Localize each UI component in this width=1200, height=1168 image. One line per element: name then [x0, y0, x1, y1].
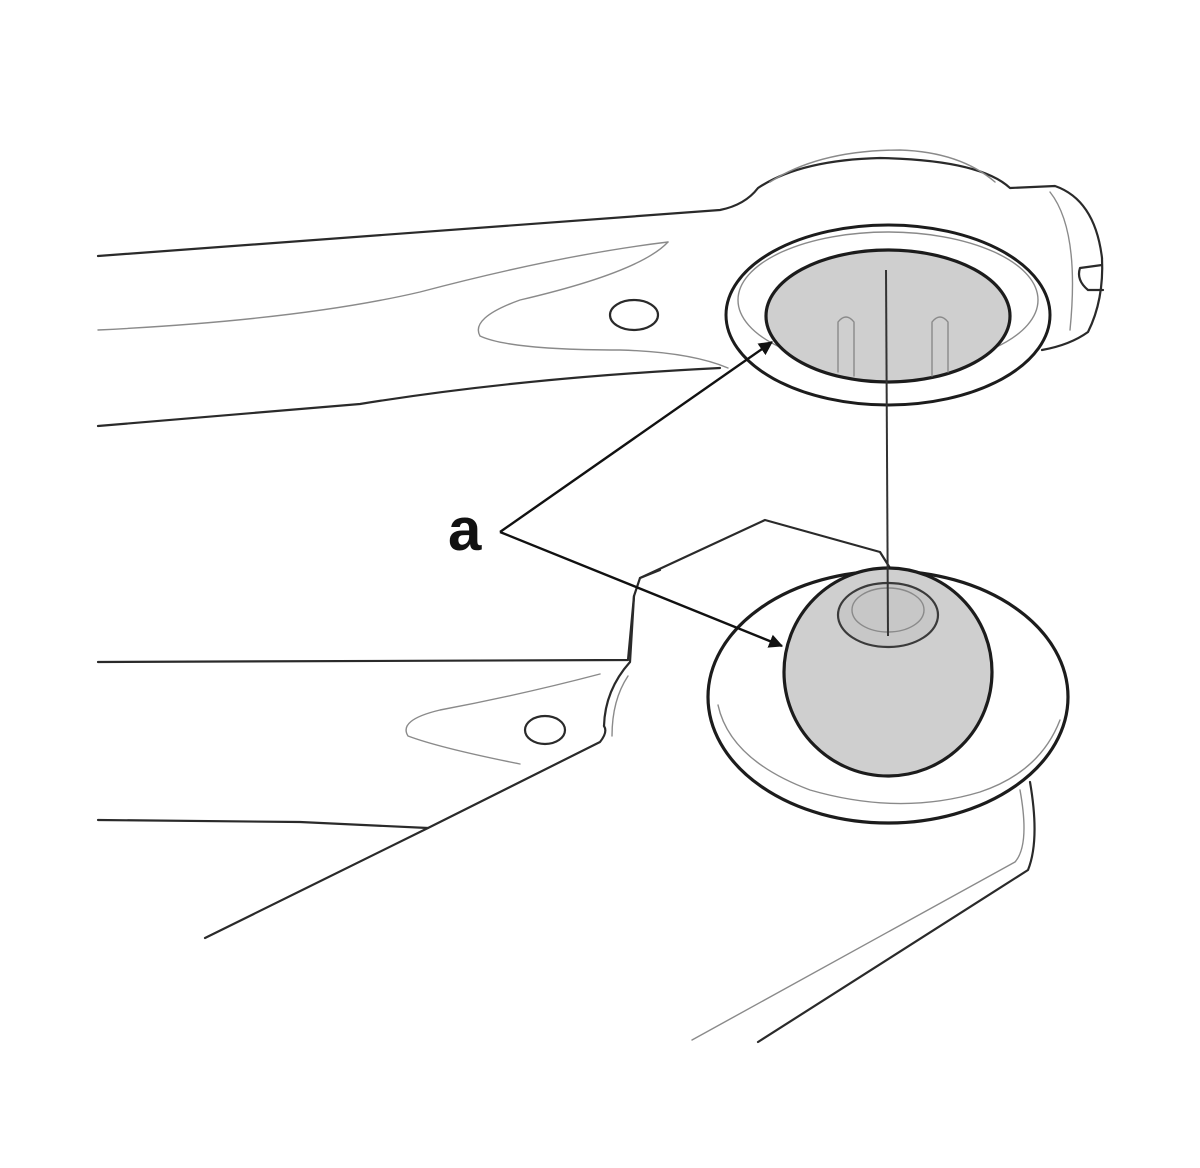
lower-arm — [96, 518, 1036, 1044]
callout-arrows — [499, 341, 784, 648]
upper-arm — [96, 149, 1105, 428]
lower-bushing — [706, 566, 1070, 825]
upper-bore — [724, 223, 1052, 407]
arrow-to-lower-bushing — [499, 530, 784, 648]
arrow-to-upper-bore — [499, 341, 773, 533]
callout-label-a: a — [448, 496, 482, 563]
alignment-axis-line — [885, 269, 889, 637]
